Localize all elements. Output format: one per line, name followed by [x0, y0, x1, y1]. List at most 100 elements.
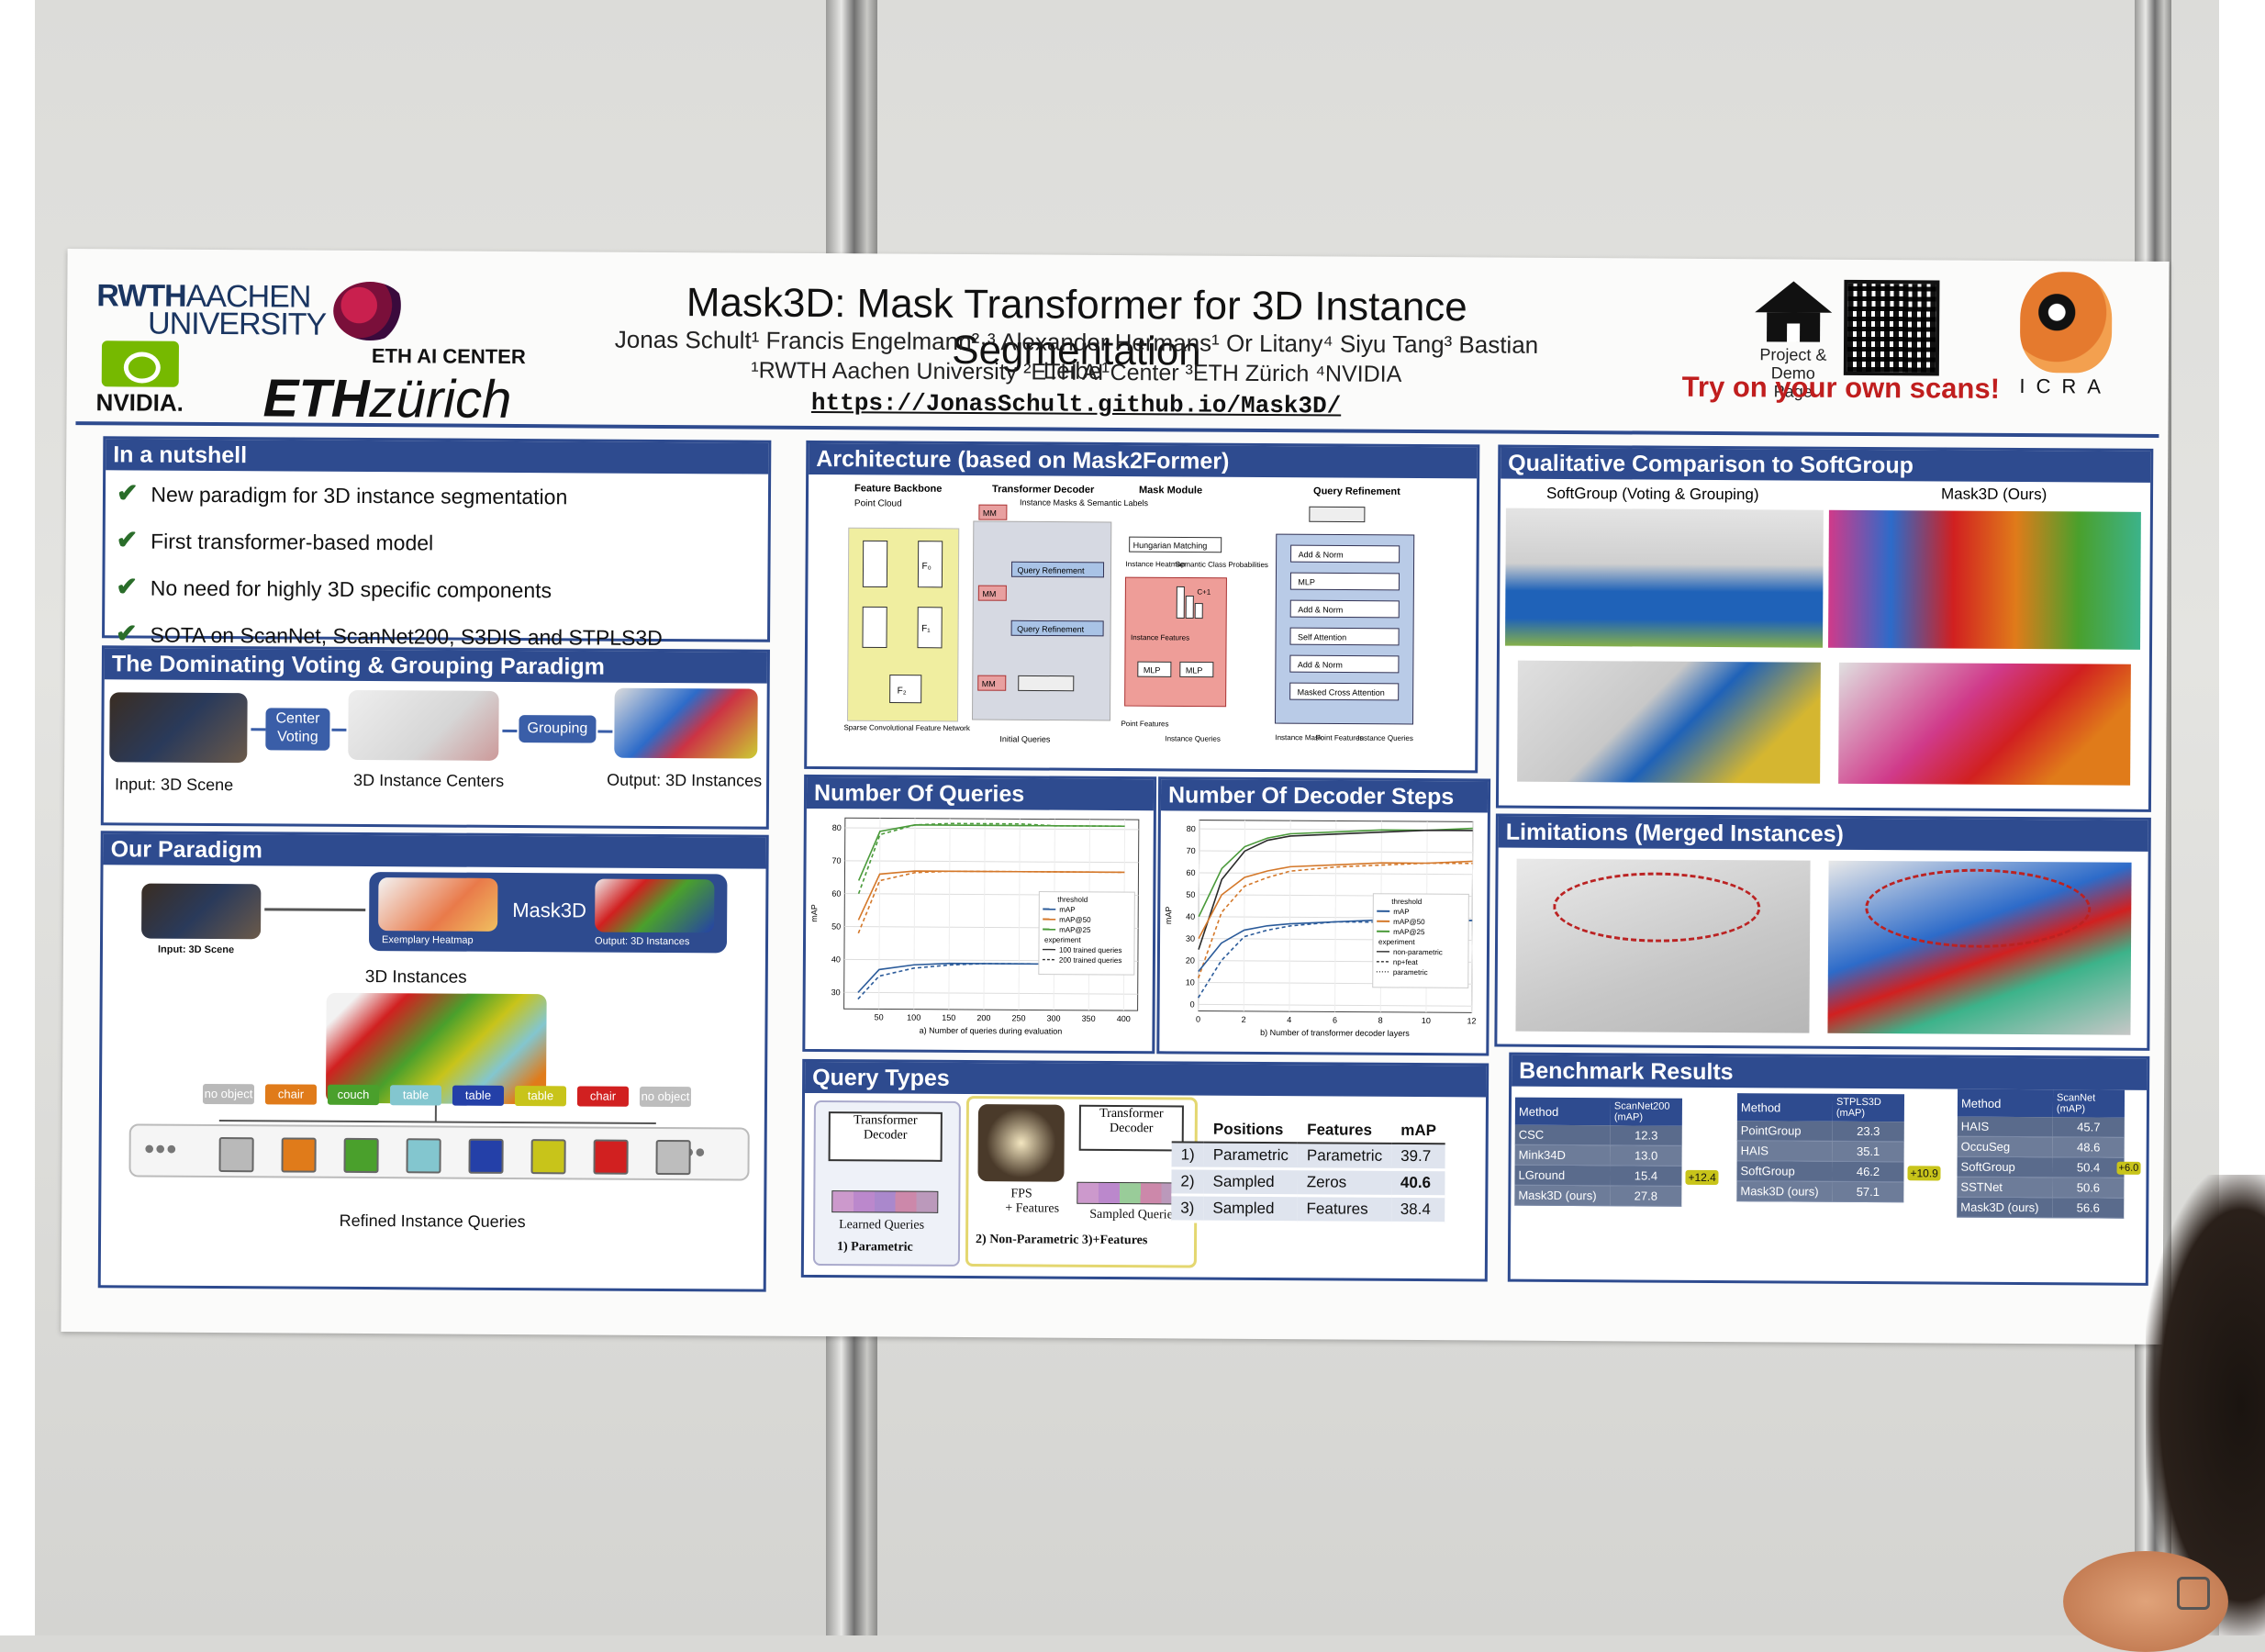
table-cell: CSC [1515, 1125, 1611, 1145]
instance-tag: no object [640, 1087, 691, 1107]
table-cell: Mink34D [1515, 1144, 1611, 1166]
table-header-cell: Method [1515, 1098, 1611, 1126]
table-cell: 40.6 [1391, 1169, 1445, 1196]
icra-hand-icon [2020, 272, 2113, 374]
poster-affiliations: ¹RWTH Aachen University ²ETH AI Center ³… [608, 357, 1545, 389]
flow-arrow [251, 728, 265, 731]
prob-bar [1177, 586, 1184, 618]
check-icon: ✔ [117, 478, 139, 507]
table-cell: Zeros [1298, 1169, 1391, 1197]
legend-heading: threshold [1391, 898, 1422, 906]
table-cell: Mask3D (ours) [1514, 1185, 1610, 1206]
check-icon: ✔ [116, 619, 138, 647]
y-tick-label: 60 [1186, 868, 1195, 877]
x-tick-label: 10 [1422, 1016, 1431, 1025]
legend-entry: 200 trained queries [1059, 956, 1122, 965]
table-cell: Sampled [1203, 1168, 1297, 1196]
point-cloud-label: Point Cloud [854, 498, 902, 508]
table-header-cell: Positions [1204, 1118, 1298, 1144]
eth-zurich-logo: ETHzürich [262, 367, 511, 430]
parametric-box: Transformer Decoder Learned Queries 1) P… [813, 1100, 961, 1267]
mask3d-scene-1 [1828, 510, 2141, 650]
instance-query [655, 1140, 690, 1175]
x-tick-label: 4 [1287, 1015, 1291, 1024]
table-header: Positions Features mAP [1172, 1117, 1445, 1144]
table-row: Mask3D (ours)57.1 [1736, 1181, 1903, 1202]
voting-title: The Dominating Voting & Grouping Paradig… [105, 648, 767, 683]
table-cell: Mask3D (ours) [1957, 1197, 2052, 1218]
backbone-layer [863, 541, 887, 586]
qr-block-label: MLP [1298, 577, 1315, 586]
sampled-queries-row [1077, 1182, 1183, 1205]
instance-query [593, 1140, 628, 1175]
learned-queries-row [831, 1190, 938, 1213]
legend-entry: parametric [1393, 968, 1428, 977]
table-header-cell: ScanNet (mAP) [2053, 1089, 2125, 1117]
table-header-cell: Method [1958, 1089, 2053, 1118]
legend-entry: np+feat [1393, 958, 1419, 966]
gain-badge: +12.4 [1685, 1170, 1718, 1185]
x-axis-label: b) Number of transformer decoder layers [1260, 1028, 1410, 1038]
table-cell: 27.8 [1610, 1186, 1681, 1206]
mm-label: MM [983, 508, 997, 518]
table-cell: LGround [1514, 1165, 1610, 1186]
eth-ai-center-logo: ETH AI CENTER [333, 282, 526, 369]
house-icon [1755, 281, 1832, 313]
mlp-label: MLP [1186, 665, 1203, 675]
table-cell: 1) [1172, 1142, 1204, 1168]
query-refinement-label: Query Refinement [1313, 486, 1400, 497]
table-cell: 12.3 [1611, 1125, 1682, 1145]
live-text-icon[interactable] [2177, 1577, 2210, 1610]
query-types-table: Positions Features mAP 1) Parametric Par… [1171, 1117, 1445, 1224]
y-axis-label: mAP [809, 904, 819, 922]
y-tick-label: 30 [1186, 934, 1195, 943]
instance-tag: chair [577, 1086, 629, 1106]
f1-label: F₁ [921, 624, 931, 634]
instance-centers-image [348, 690, 498, 761]
rwth-logo: RWTHAACHEN UNIVERSITY [96, 282, 326, 339]
instance-query [281, 1137, 316, 1172]
table-cell: 3) [1171, 1195, 1203, 1222]
mask3d-scene-2 [1838, 663, 2131, 786]
table-cell: 13.0 [1611, 1145, 1682, 1166]
table-cell: Sampled [1203, 1195, 1297, 1222]
instance-tag: table [390, 1085, 441, 1105]
limitations-panel: Limitations (Merged Instances) [1494, 814, 2151, 1051]
ellipsis-icon: ●●● [144, 1139, 177, 1160]
table-cell: 15.4 [1610, 1166, 1681, 1186]
table-header-cell: Features [1298, 1118, 1391, 1144]
queries-title: Number Of Queries [807, 777, 1154, 810]
table-row: 1) Parametric Parametric 39.7 [1172, 1142, 1445, 1169]
table-row: 3) Sampled Features 38.4 [1171, 1195, 1445, 1223]
backbone-caption: Sparse Convolutional Feature Network [843, 723, 970, 732]
x-tick-label: 8 [1378, 1016, 1383, 1025]
y-tick-label: 40 [1186, 912, 1195, 921]
instance-tag: couch [328, 1085, 379, 1105]
table-cell: 39.7 [1391, 1144, 1445, 1170]
legend-entry: mAP@50 [1059, 916, 1091, 924]
hungarian-label: Hungarian Matching [1133, 541, 1208, 550]
x-tick-label: 300 [1047, 1014, 1061, 1023]
nvidia-eye-icon [102, 340, 179, 387]
table-cell: 48.6 [2053, 1137, 2125, 1157]
icra-logo: ICRA [2002, 272, 2131, 399]
x-tick-label: 250 [1011, 1013, 1025, 1022]
input-scene-label: Input: 3D Scene [115, 775, 233, 795]
point-features-label: Point Features [1121, 720, 1168, 728]
eth-ai-wordmark: ETH AI CENTER [372, 344, 526, 369]
legend-entry: mAP@50 [1393, 918, 1425, 926]
legend-heading: experiment [1378, 938, 1415, 946]
table-header-cell: mAP [1391, 1119, 1445, 1144]
project-url[interactable]: https://JonasSchult.github.io/Mask3D/ [608, 388, 1545, 421]
plus-features-label: + Features [1005, 1201, 1059, 1216]
x-tick-label: 150 [942, 1013, 955, 1022]
query-refine-label: Query Refinement [1017, 624, 1085, 633]
backbone-layer [863, 607, 887, 647]
